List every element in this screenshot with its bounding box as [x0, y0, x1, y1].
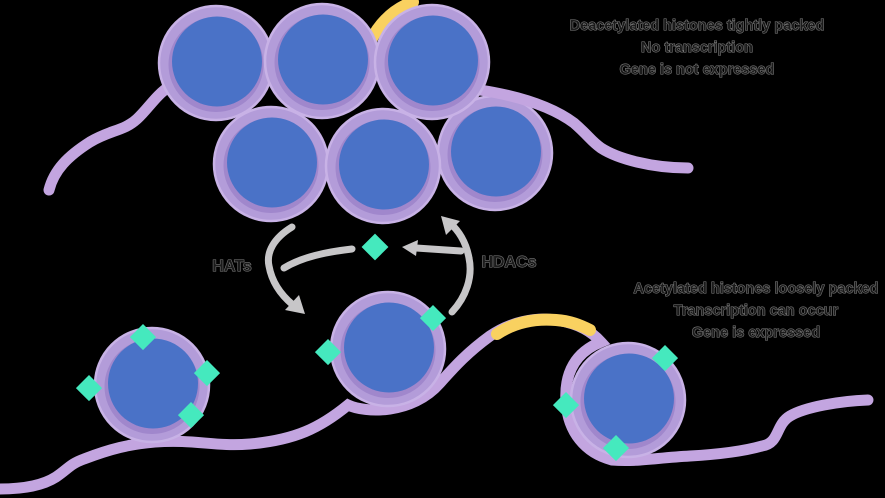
- caption-deacetylated: Deacetylated histones tightly packed No …: [569, 18, 825, 79]
- histone-core: [344, 302, 434, 393]
- gene-segment-exposed: [491, 313, 596, 340]
- caption-deacetylated-line3: Gene is not expressed: [620, 62, 775, 78]
- histone-deacetylated-2: [263, 2, 381, 120]
- histone-core: [278, 14, 368, 105]
- caption-acetylated-line2: Transcription can occur: [674, 303, 839, 319]
- caption-acetylated-line3: Gene is expressed: [692, 325, 820, 341]
- histone-core: [388, 15, 478, 106]
- histone-acetylated-left: [75, 323, 221, 444]
- histone-core: [108, 338, 198, 429]
- acetyl-group-icon: [602, 434, 630, 462]
- hdacs-release-arrow: [412, 244, 465, 255]
- histone-deacetylated-1: [157, 4, 275, 122]
- hats-label: HATs: [212, 258, 252, 275]
- histone-deacetylated-5: [324, 107, 442, 225]
- hats-arrowhead: [285, 295, 305, 314]
- hdacs-arrow: [446, 219, 474, 316]
- histone-core: [339, 119, 429, 210]
- caption-deacetylated-line2: No transcription: [641, 40, 753, 56]
- hats-arrow: [264, 223, 297, 309]
- dna-strand-top-left: [43, 80, 176, 196]
- hdacs-arrowhead: [441, 216, 460, 235]
- histone-deacetylated-4: [212, 105, 330, 223]
- acetyl-group-icon: [552, 391, 580, 419]
- histone-core: [451, 106, 541, 197]
- caption-acetylated-line1: Acetylated histones loosely packed: [634, 281, 879, 297]
- histone-acetylated-right: [552, 341, 687, 462]
- caption-deacetylated-line1: Deacetylated histones tightly packed: [570, 18, 825, 34]
- hats-arrow-feed: [280, 245, 356, 272]
- dna-strand-top-right: [474, 84, 694, 174]
- histone-deacetylated-3: [373, 3, 491, 121]
- histone-core: [172, 16, 262, 107]
- histone-core: [227, 117, 317, 208]
- acetyl-group-icon: [651, 344, 679, 372]
- hdacs-label: HDACs: [481, 254, 536, 271]
- histone-core: [584, 353, 674, 444]
- hdacs-release-arrowhead: [402, 240, 418, 256]
- histone-acetylated-middle: [314, 290, 447, 408]
- caption-acetylated: Acetylated histones loosely packed Trans…: [633, 281, 879, 342]
- histone-deacetylated-6: [436, 94, 554, 212]
